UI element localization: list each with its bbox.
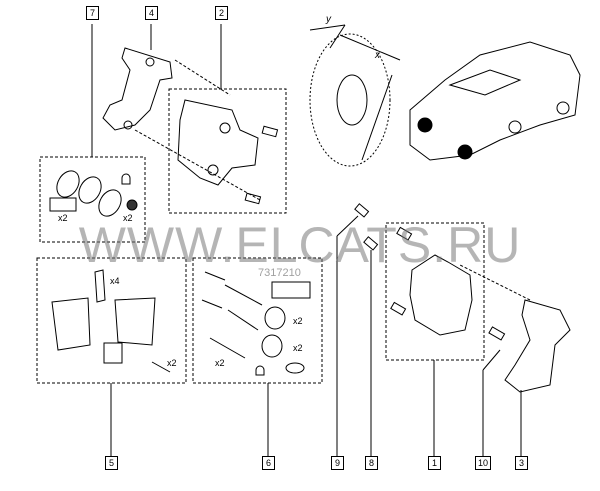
seal-kit-7 xyxy=(49,170,138,217)
caliper-1 xyxy=(390,226,473,336)
watermark: WWW.ELCATS.RU xyxy=(78,217,522,273)
qty-pad-bolts: x2 xyxy=(167,358,177,368)
qty-seal-kit-a: x2 xyxy=(58,213,68,223)
callout-9[interactable]: 9 xyxy=(331,456,344,470)
qty-pad-clips: x4 xyxy=(110,276,120,286)
callout-1[interactable]: 1 xyxy=(428,456,441,470)
brake-pads-5 xyxy=(51,269,171,373)
qty-seal-kit-b: x2 xyxy=(123,213,133,223)
leader-lines xyxy=(91,24,522,456)
callout-3[interactable]: 3 xyxy=(515,456,528,470)
callout-10[interactable]: 10 xyxy=(475,456,491,470)
qty-boots-b: x2 xyxy=(293,343,303,353)
caliper-carrier-4 xyxy=(102,47,173,131)
watermark-container: WWW.ELCATS.RU xyxy=(0,217,600,273)
caliper-carrier-3 xyxy=(488,299,571,393)
callout-8[interactable]: 8 xyxy=(365,456,378,470)
brake-disc xyxy=(309,24,401,167)
axis-label-x: x xyxy=(375,50,380,61)
car-illustration xyxy=(409,41,581,161)
callout-5[interactable]: 5 xyxy=(105,456,118,470)
callout-6[interactable]: 6 xyxy=(262,456,275,470)
qty-boots-a: x2 xyxy=(293,316,303,326)
callout-4[interactable]: 4 xyxy=(145,6,158,20)
guide-pin-kit-6 xyxy=(201,271,311,376)
part-number-overlay: 7317210 xyxy=(258,267,301,279)
callout-7[interactable]: 7 xyxy=(86,6,99,20)
callout-2[interactable]: 2 xyxy=(215,6,228,20)
kit-boxes xyxy=(36,59,531,384)
bolts-9-8 xyxy=(354,203,379,251)
qty-guide-pins: x2 xyxy=(215,358,225,368)
axis-label-y: y xyxy=(326,14,331,25)
caliper-2 xyxy=(177,99,279,205)
